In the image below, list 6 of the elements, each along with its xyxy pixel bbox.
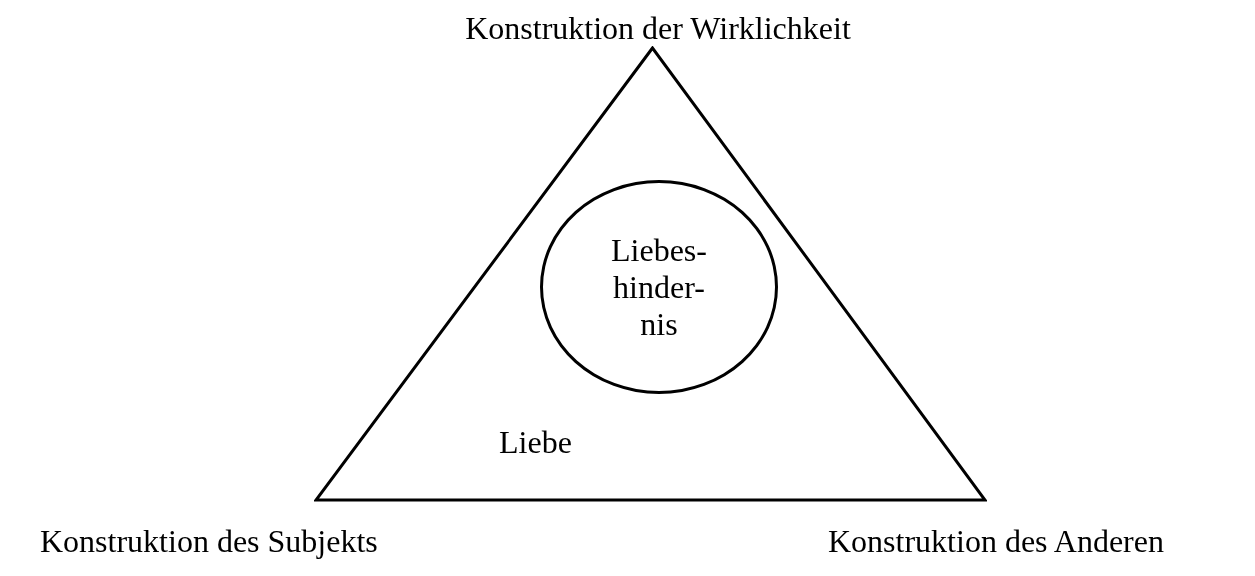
node-label: Liebe [499,424,572,460]
node-label: Liebes- hinder- nis [610,231,708,343]
corner-label: Konstruktion der Wirklichkeit [465,10,851,46]
corner-label: Konstruktion des Subjekts [40,523,378,559]
circle [540,180,778,394]
corner-label: Konstruktion des Anderen [828,523,1164,559]
